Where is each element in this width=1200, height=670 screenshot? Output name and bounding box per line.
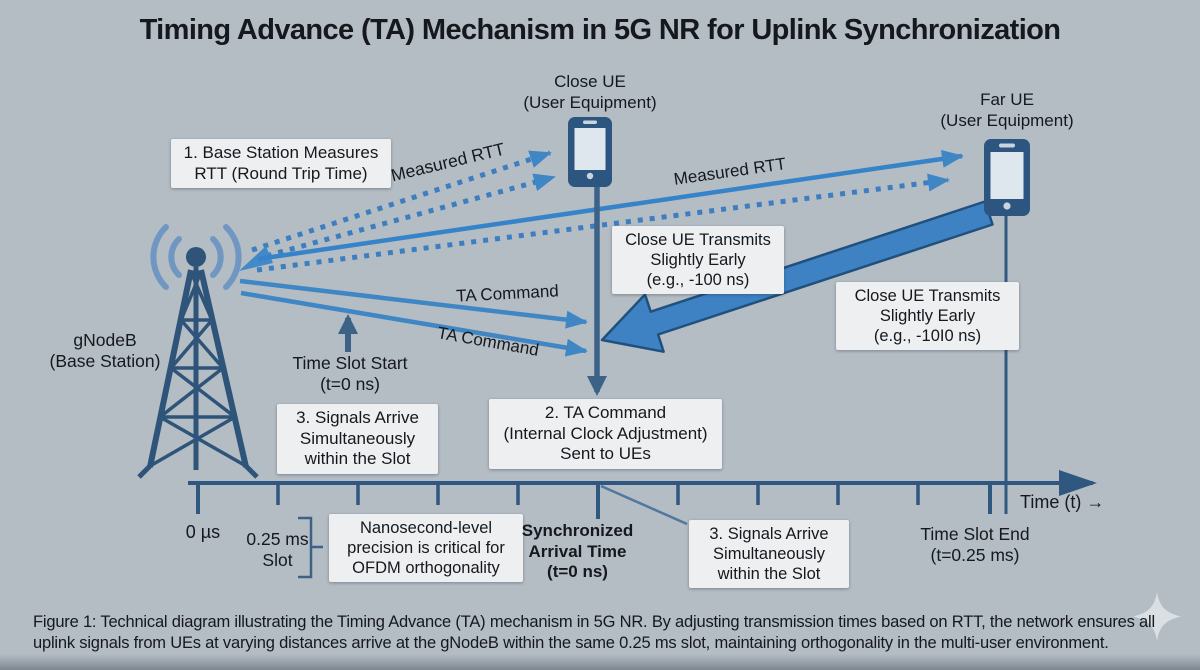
slot-bracket <box>298 516 323 579</box>
step1-box: 1. Base Station Measures RTT (Round Trip… <box>171 139 391 189</box>
timeline-axis <box>188 470 1097 519</box>
slot-width-label: 0.25 ms Slot <box>246 529 309 571</box>
time-axis-label: Time (t) → <box>1020 492 1105 512</box>
radio-waves-icon <box>150 224 242 290</box>
close-ue-label: Close UE (User Equipment) <box>523 72 657 112</box>
sync-leader-line <box>600 484 688 526</box>
step3-left-box: 3. Signals Arrive Simultaneously within … <box>277 404 438 475</box>
diagram-title: Timing Advance (TA) Mechanism in 5G NR f… <box>139 14 1061 46</box>
far-ue-phone-icon <box>984 139 1030 216</box>
time-slot-start-label: Time Slot Start (t=0 ns) <box>292 353 408 395</box>
cell-tower-icon <box>137 247 259 479</box>
close-transmit-mid-box: Close UE Transmits Slightly Early (e.g.,… <box>612 226 784 295</box>
timeline-zero-label: 0 µs <box>185 522 221 542</box>
time-slot-end-label: Time Slot End (t=0.25 ms) <box>920 524 1030 566</box>
figure-caption: Figure 1: Technical diagram illustrating… <box>33 613 1155 653</box>
nanosecond-note-box: Nanosecond-level precision is critical f… <box>329 514 523 583</box>
ta-command-arrows <box>239 278 588 357</box>
sync-arrival-label: Synchronized Arrival Time (t=0 ns) <box>521 521 634 582</box>
step3-right-box: 3. Signals Arrive Simultaneously within … <box>689 520 849 589</box>
measured-rtt-dotted-arrows <box>251 150 950 273</box>
rtt-return-arrowhead-icon <box>239 246 273 271</box>
close-transmit-right-box: Close UE Transmits Slightly Early (e.g.,… <box>836 282 1019 351</box>
measured-rtt-solid-arrow <box>257 149 964 262</box>
gnodeb-label: gNodeB (Base Station) <box>49 330 161 372</box>
step2-box: 2. TA Command (Internal Clock Adjustment… <box>489 399 722 470</box>
sparkle-watermark-icon <box>1133 592 1181 641</box>
bottom-shadow <box>0 654 1200 670</box>
close-ue-phone-icon <box>568 117 612 187</box>
far-ue-label: Far UE (User Equipment) <box>940 90 1074 130</box>
